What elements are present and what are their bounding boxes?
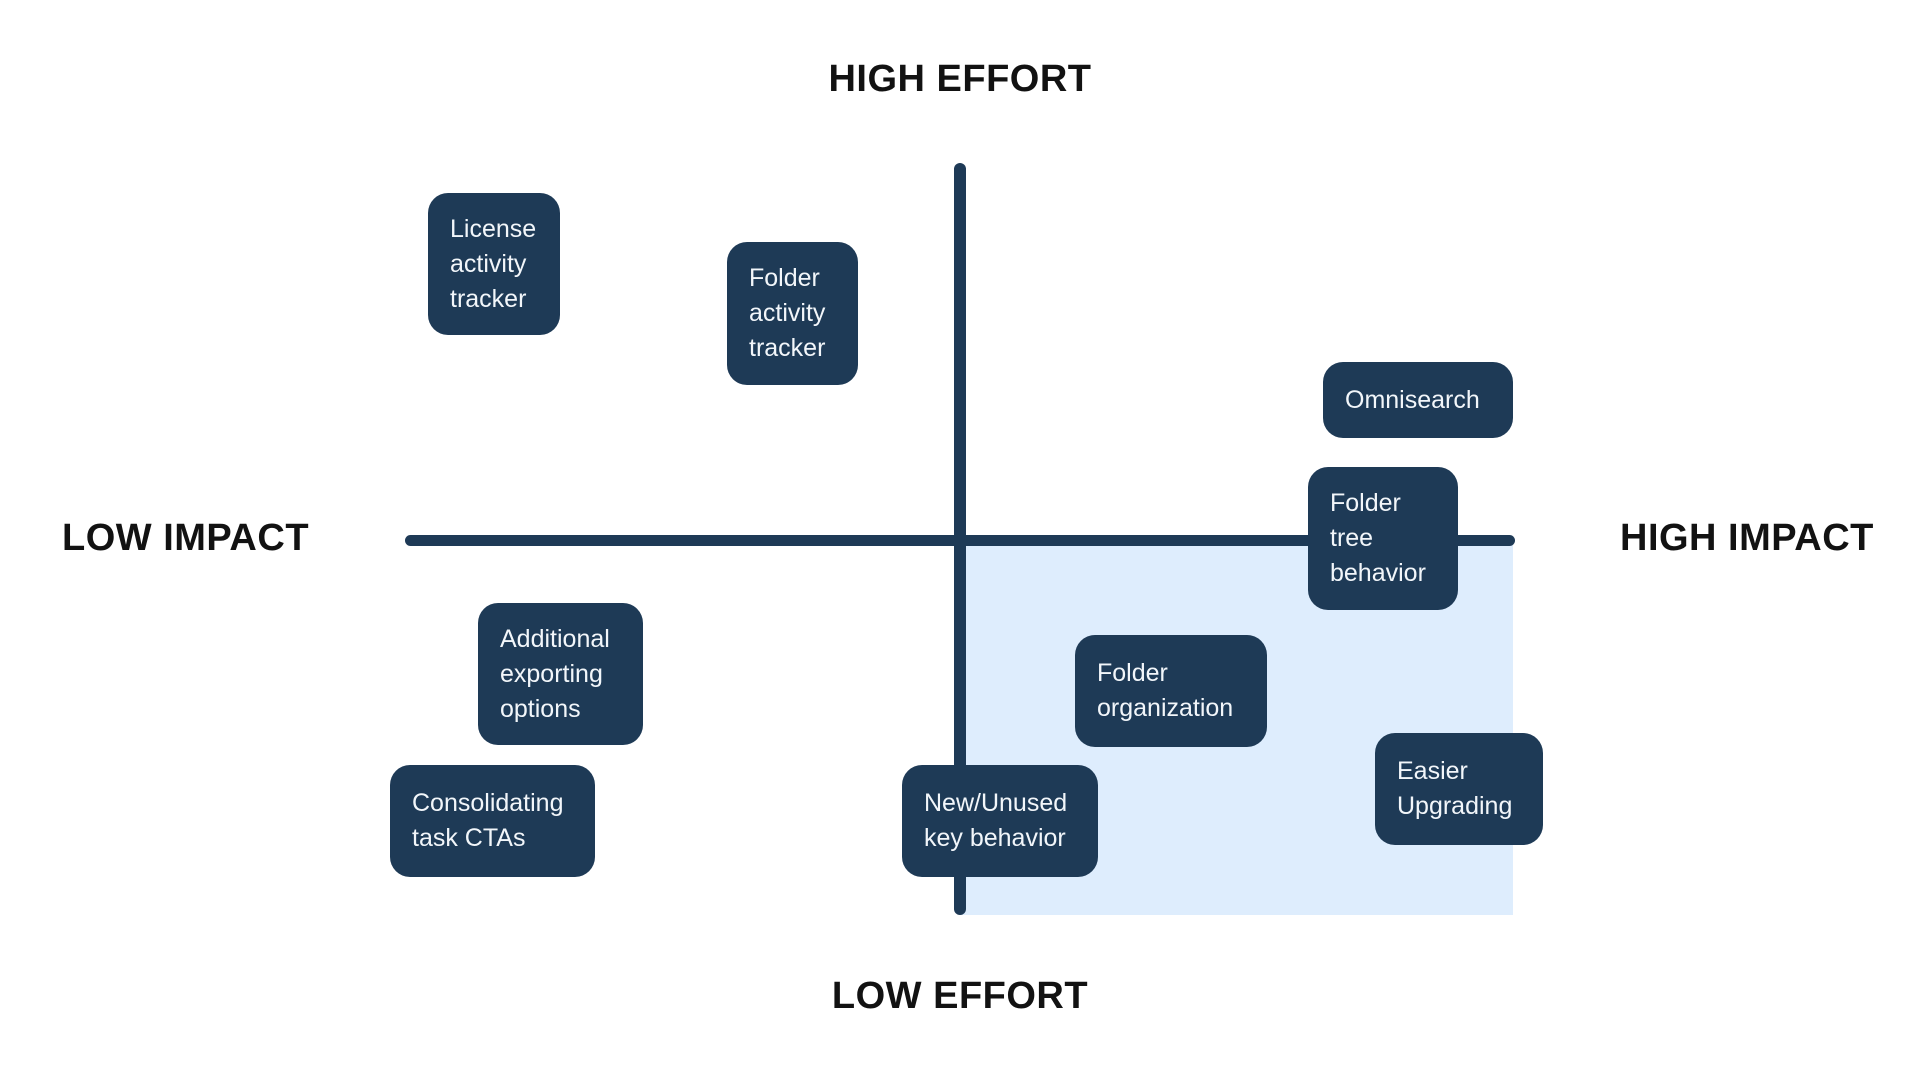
card-label: Consolidating task CTAs [412, 789, 564, 852]
card-label: Folder activity tracker [749, 264, 826, 362]
card-label: New/Unused key behavior [924, 789, 1068, 852]
card-consolidating-task-ctas[interactable]: Consolidating task CTAs [390, 765, 595, 877]
card-label: Folder organization [1097, 659, 1234, 722]
card-label: Omnisearch [1345, 385, 1480, 414]
axis-label-low-impact: LOW IMPACT [62, 517, 310, 559]
card-folder-organization[interactable]: Folder organization [1075, 635, 1267, 747]
card-easier-upgrading[interactable]: Easier Upgrading [1375, 733, 1543, 845]
card-folder-activity-tracker[interactable]: Folder activity tracker [727, 242, 858, 385]
impact-axis-line [405, 535, 1515, 546]
axis-label-high-effort: HIGH EFFORT [828, 58, 1092, 100]
card-label: Additional exporting options [500, 624, 610, 723]
card-label: Easier Upgrading [1397, 757, 1513, 820]
card-new-unused-key-behavior[interactable]: New/Unused key behavior [902, 765, 1098, 877]
card-additional-exporting-options[interactable]: Additional exporting options [478, 603, 643, 745]
card-label: Folder tree behavior [1330, 489, 1426, 587]
card-label: License activity tracker [450, 214, 537, 313]
card-folder-tree-behavior[interactable]: Folder tree behavior [1308, 467, 1458, 610]
card-license-activity-tracker[interactable]: License activity tracker [428, 193, 560, 335]
card-omnisearch[interactable]: Omnisearch [1323, 362, 1513, 438]
axis-label-low-effort: LOW EFFORT [831, 975, 1089, 1017]
axis-label-high-impact: HIGH IMPACT [1620, 517, 1874, 559]
